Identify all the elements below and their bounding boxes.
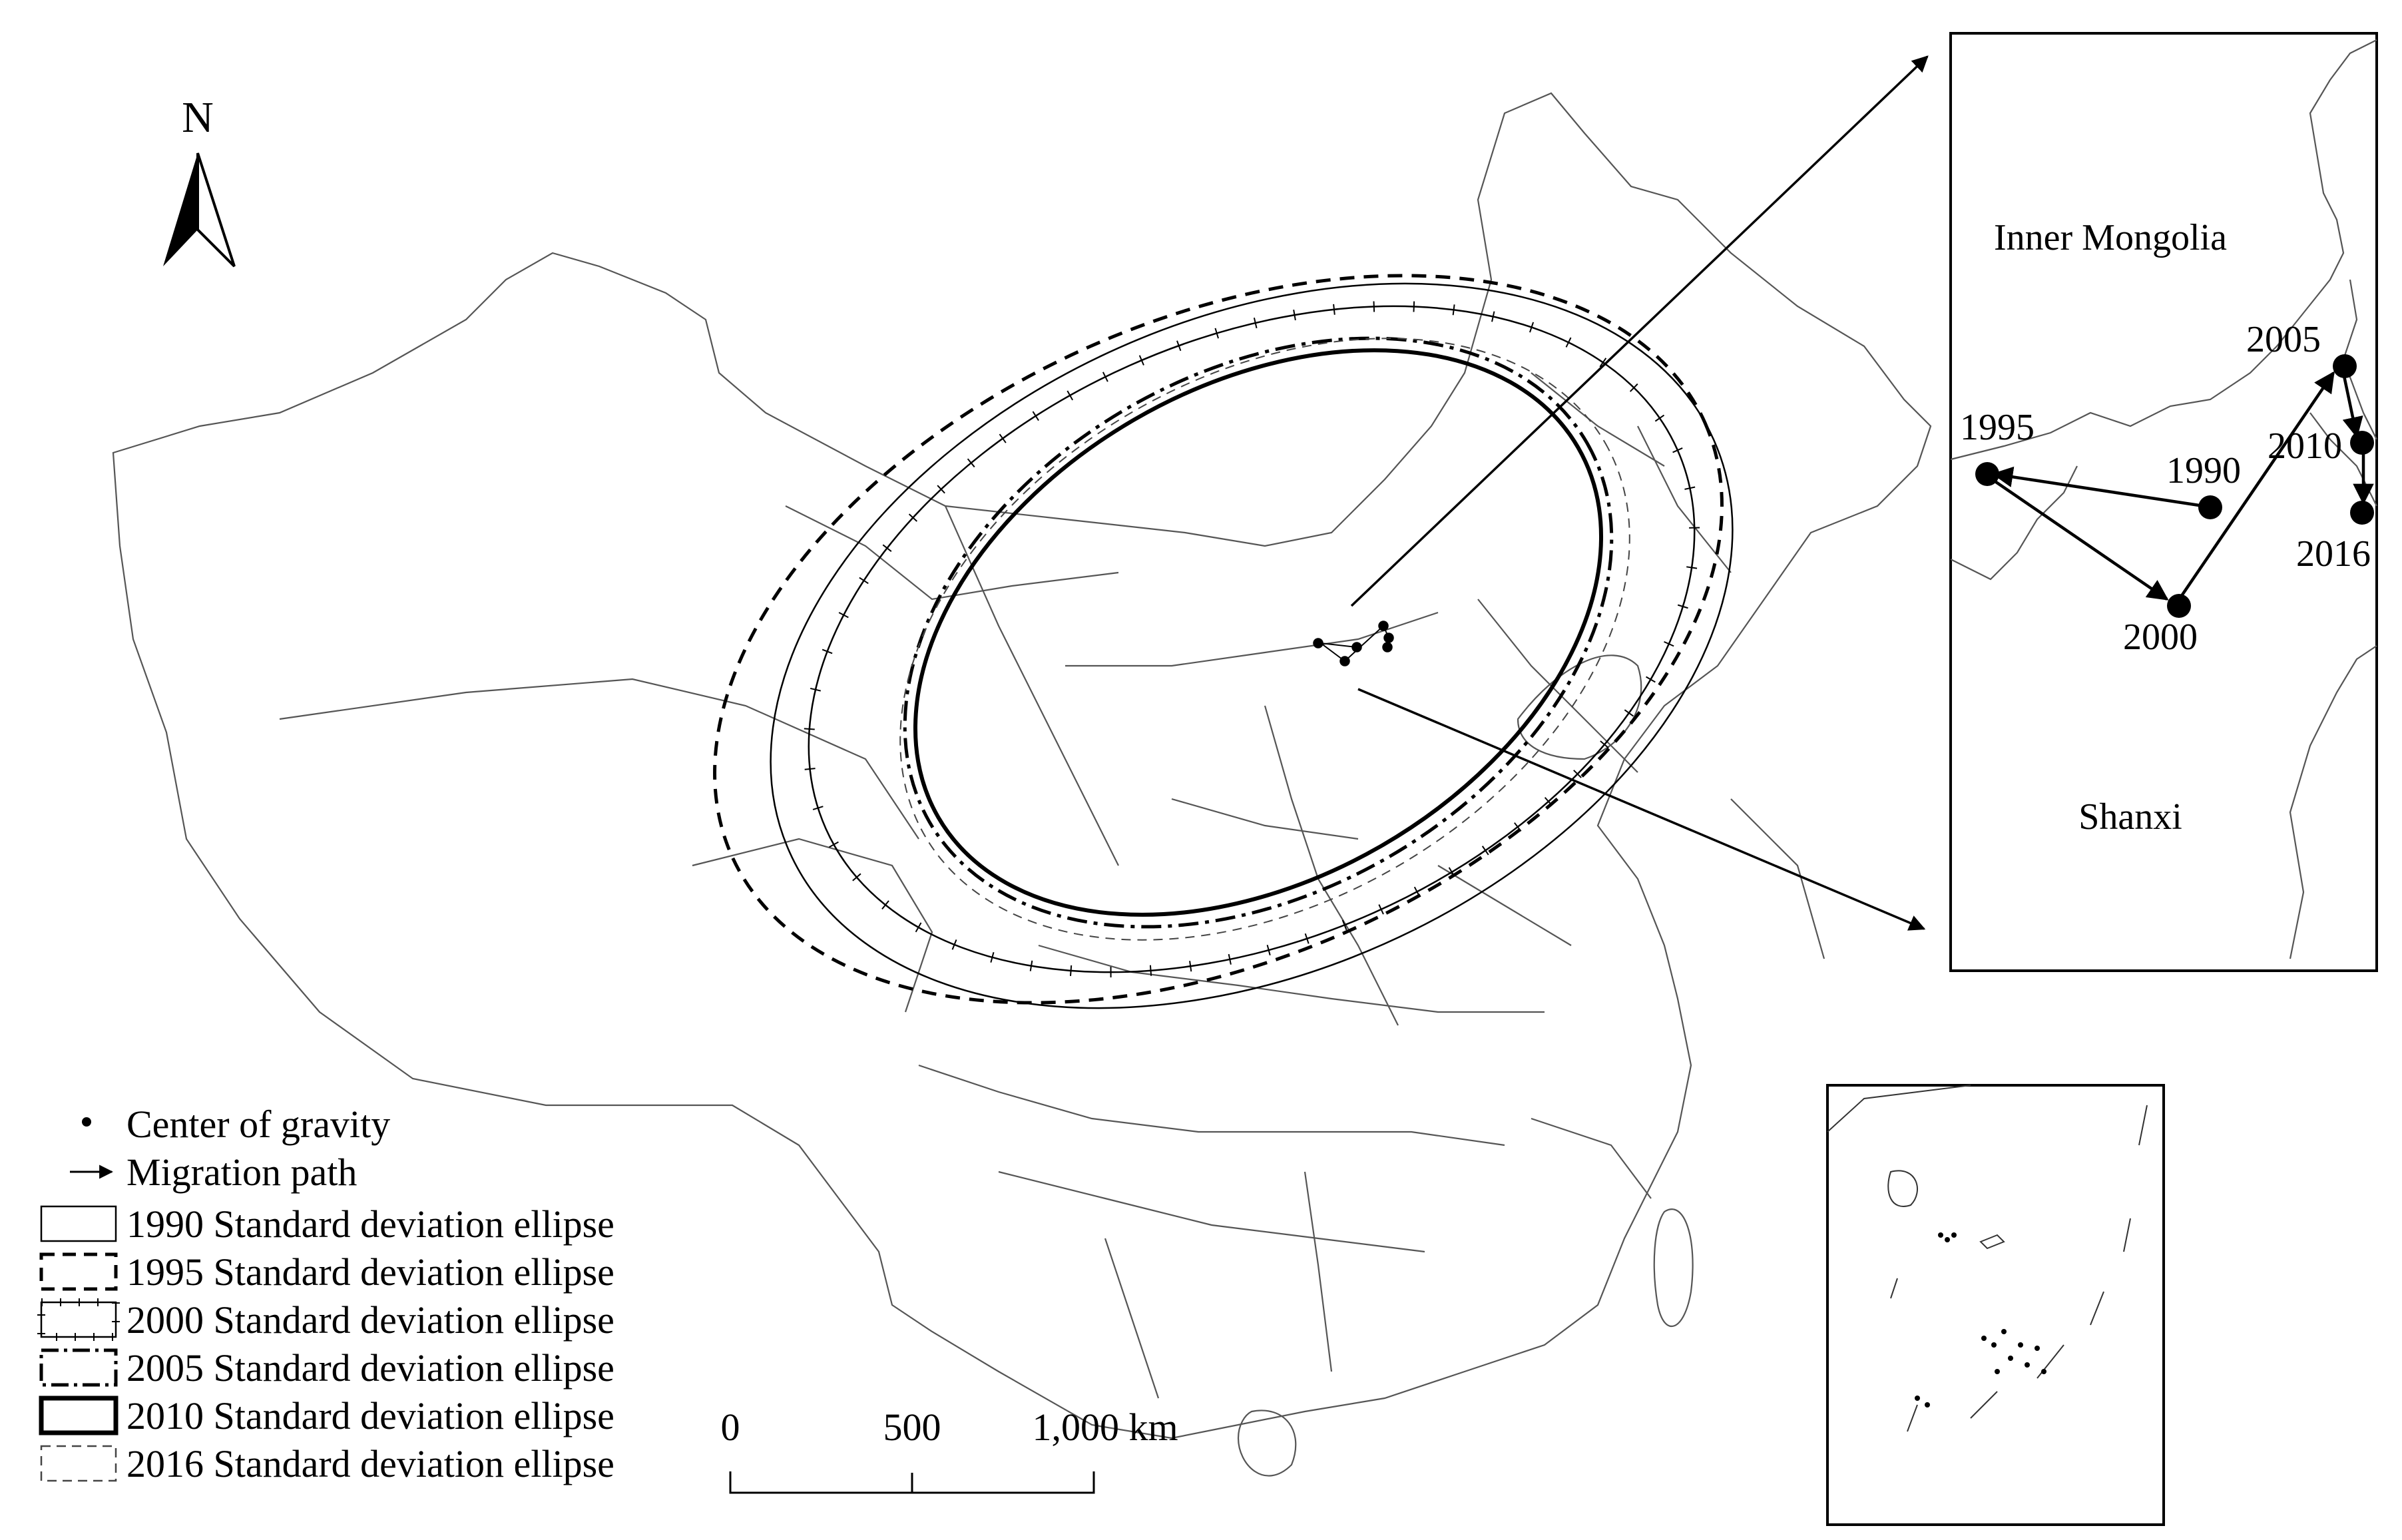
connector-arrow-top — [1350, 55, 1929, 607]
point-1990 — [2198, 495, 2222, 519]
legend-symbol-2016 — [40, 1445, 117, 1482]
south-china-sea-inset — [1826, 1084, 2165, 1526]
legend-label-migration-path: Migration path — [126, 1151, 357, 1194]
legend-symbol-1990 — [40, 1205, 117, 1242]
legend-symbol-2005 — [39, 1348, 118, 1387]
year-label-2000: 2000 — [2123, 617, 2198, 658]
legend-symbol-dot — [82, 1117, 91, 1127]
point-1995 — [1975, 462, 1999, 486]
point-2000 — [2167, 594, 2191, 618]
year-label-2016: 2016 — [2296, 533, 2371, 575]
legend-symbol-2000 — [37, 1298, 120, 1341]
ellipse-2016 — [899, 338, 1630, 941]
ellipse-2000-ticks — [803, 300, 1700, 978]
point-2016 — [2350, 501, 2374, 525]
year-label-1995: 1995 — [1960, 407, 2035, 448]
point-2010 — [2350, 431, 2374, 455]
year-label-2005: 2005 — [2246, 319, 2321, 360]
legend-label-1995: 1995 Standard deviation ellipse — [126, 1250, 614, 1294]
legend-label-center-of-gravity: Center of gravity — [126, 1103, 390, 1146]
inset-label-shanxi: Shanxi — [2078, 796, 2182, 838]
legend-label-2000: 2000 Standard deviation ellipse — [126, 1298, 614, 1342]
china-outline — [112, 92, 1932, 1477]
inset-gravity-migration: Inner Mongolia Shanxi 1990 1995 2000 200… — [1949, 32, 2378, 972]
ellipse-2000 — [808, 305, 1696, 973]
legend-label-2016: 2016 Standard deviation ellipse — [126, 1442, 614, 1485]
ellipse-2005 — [903, 336, 1614, 929]
year-label-2010: 2010 — [2268, 425, 2342, 467]
gravity-centers — [1313, 621, 1394, 666]
north-label: N — [182, 93, 214, 142]
ellipse-1995 — [713, 274, 1724, 1005]
scale-label-0: 0 — [721, 1406, 740, 1449]
inset-gravity-points — [1975, 354, 2374, 618]
legend-label-2010: 2010 Standard deviation ellipse — [126, 1394, 614, 1437]
legend: Center of gravity Migration path 1990 St… — [37, 1103, 614, 1485]
north-arrow: N — [163, 93, 236, 268]
ellipse-1990 — [770, 282, 1734, 1009]
legend-symbol-1995 — [39, 1252, 118, 1291]
legend-label-2005: 2005 Standard deviation ellipse — [126, 1346, 614, 1390]
scale-bar: 0 500 1,000 km — [721, 1406, 1178, 1494]
ellipse-2010 — [913, 348, 1604, 917]
year-label-1990: 1990 — [2166, 450, 2241, 491]
scale-label-500: 500 — [883, 1406, 941, 1449]
legend-symbol-2010 — [39, 1396, 119, 1435]
scale-label-1000-km: 1,000 km — [1032, 1406, 1178, 1449]
inset-label-inner-mongolia: Inner Mongolia — [1994, 217, 2227, 258]
legend-label-1990: 1990 Standard deviation ellipse — [126, 1202, 614, 1246]
standard-deviation-ellipses — [713, 274, 1734, 1009]
point-2005 — [2333, 354, 2357, 378]
connector-arrow-bottom — [1357, 688, 1926, 931]
